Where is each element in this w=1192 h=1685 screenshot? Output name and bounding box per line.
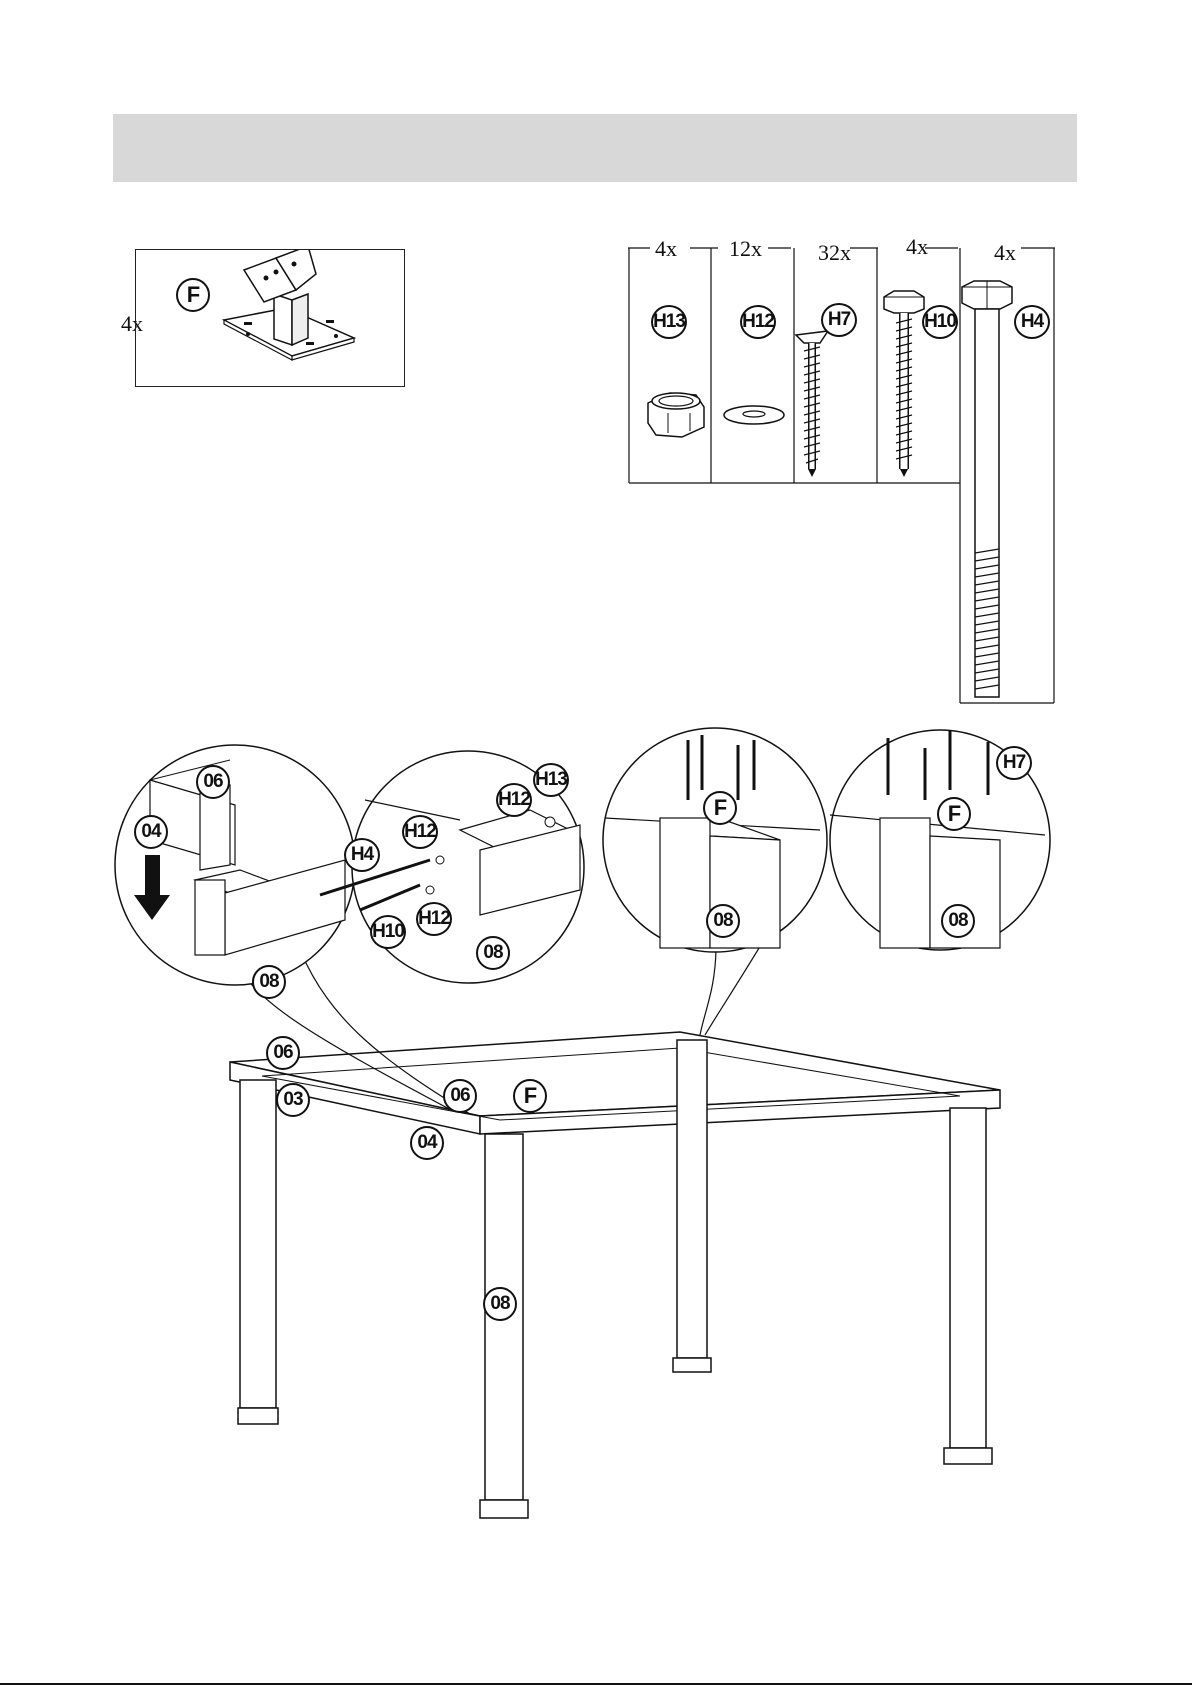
- detail2-label-h12-bottom: H12: [416, 902, 452, 936]
- detail3-label-08: 08: [706, 904, 740, 938]
- main-frame: [230, 1032, 1000, 1518]
- detail4-label-h7: H7: [996, 746, 1032, 780]
- detail3-label-f: F: [703, 791, 737, 825]
- detail1-label-h4: H4: [344, 838, 380, 872]
- detail2-label-h12-mid: H12: [402, 815, 438, 849]
- frame-label-06-center: 06: [443, 1079, 477, 1113]
- detail1-label-08: 08: [252, 965, 286, 999]
- detail2-label-h10: H10: [370, 915, 406, 949]
- detail2-label-h13: H13: [533, 763, 569, 797]
- frame-label-08: 08: [483, 1287, 517, 1321]
- frame-label-06-left: 06: [266, 1036, 300, 1070]
- detail2-label-08: 08: [476, 936, 510, 970]
- detail4-label-f: F: [937, 797, 971, 831]
- detail1-label-04: 04: [134, 815, 168, 849]
- detail4-label-08: 08: [941, 904, 975, 938]
- frame-label-04: 04: [410, 1126, 444, 1160]
- detail1-label-06: 06: [196, 765, 230, 799]
- frame-label-f: F: [513, 1079, 547, 1113]
- detail2-label-h12-top: H12: [496, 783, 532, 817]
- frame-label-03: 03: [276, 1083, 310, 1117]
- detail-circle-1: [115, 745, 355, 985]
